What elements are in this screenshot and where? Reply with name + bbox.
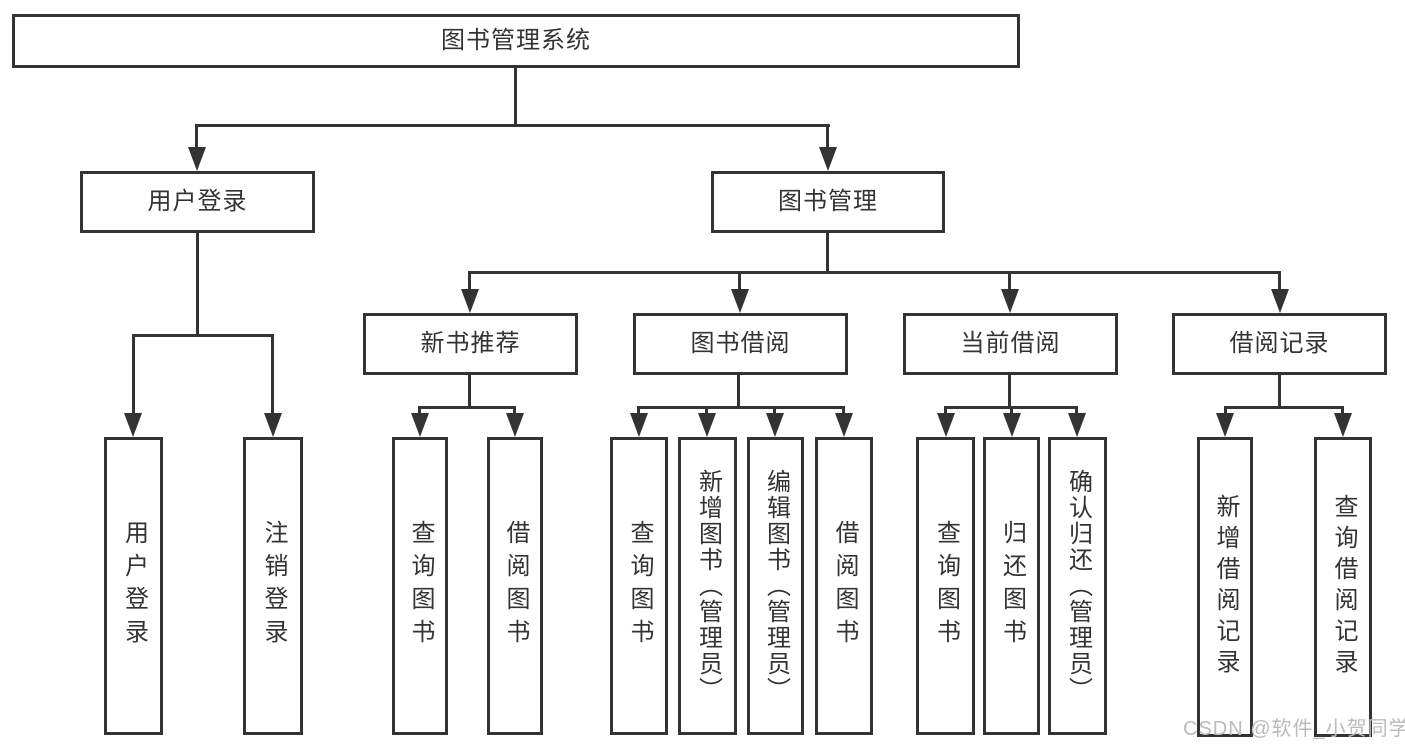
connector-line-v bbox=[842, 406, 845, 416]
leaf-query-books-current: 查询图书 bbox=[916, 437, 975, 735]
arrow-down-icon bbox=[188, 147, 206, 171]
arrow-down-icon bbox=[698, 413, 716, 437]
connector-line-v bbox=[1341, 406, 1344, 416]
connector-line-v bbox=[196, 233, 199, 336]
leaf-user-login: 用户登录 bbox=[104, 437, 163, 735]
arrow-down-icon bbox=[937, 413, 955, 437]
leaf-edit-book-admin: 编辑图书（管理员） bbox=[747, 437, 804, 735]
connector-line-v bbox=[1010, 406, 1013, 416]
connector-line-v bbox=[1278, 375, 1281, 408]
connector-line-v bbox=[944, 406, 947, 416]
arrow-down-icon bbox=[1271, 289, 1289, 313]
connector-line-v bbox=[826, 233, 829, 273]
leaf-return-book: 归还图书 bbox=[983, 437, 1040, 735]
connector-line-v bbox=[418, 406, 421, 416]
connector-line-h bbox=[132, 334, 274, 337]
connector-line-v bbox=[468, 375, 471, 408]
node-borrow-records: 借阅记录 bbox=[1172, 313, 1387, 375]
node-book-borrow: 图书借阅 bbox=[633, 313, 848, 375]
node-book-mgmt: 图书管理 bbox=[711, 171, 945, 233]
node-user-login: 用户登录 bbox=[80, 171, 315, 233]
connector-line-h bbox=[195, 124, 830, 127]
connector-line-h bbox=[468, 271, 1281, 274]
leaf-add-borrow-record: 新增借阅记录 bbox=[1197, 437, 1253, 737]
connector-line-h bbox=[1224, 406, 1344, 409]
arrow-down-icon bbox=[766, 413, 784, 437]
connector-line-v bbox=[513, 406, 516, 416]
watermark: CSDN @软件_小贺同学 bbox=[1183, 718, 1405, 740]
leaf-query-books-borrow: 查询图书 bbox=[610, 437, 668, 735]
leaf-confirm-return-admin: 确认归还（管理员） bbox=[1048, 437, 1107, 735]
connector-line-v bbox=[1008, 271, 1011, 291]
arrow-down-icon bbox=[264, 413, 282, 437]
arrow-down-icon bbox=[411, 413, 429, 437]
arrow-down-icon bbox=[1001, 289, 1019, 313]
leaf-logout: 注销登录 bbox=[243, 437, 303, 735]
connector-line-v bbox=[1075, 406, 1078, 416]
connector-line-v bbox=[195, 124, 198, 150]
node-root: 图书管理系统 bbox=[12, 14, 1020, 68]
arrow-down-icon bbox=[461, 289, 479, 313]
connector-line-v bbox=[1008, 375, 1011, 408]
connector-line-v bbox=[737, 375, 740, 408]
node-current-borrow: 当前借阅 bbox=[903, 313, 1118, 375]
arrow-down-icon bbox=[1216, 413, 1234, 437]
arrow-down-icon bbox=[630, 413, 648, 437]
connector-line-v bbox=[132, 334, 135, 415]
connector-line-v bbox=[271, 334, 274, 415]
leaf-borrow-books-recommend: 借阅图书 bbox=[487, 437, 543, 735]
connector-line-v bbox=[826, 124, 829, 150]
arrow-down-icon bbox=[506, 413, 524, 437]
connector-line-v bbox=[514, 68, 517, 126]
leaf-query-borrow-record: 查询借阅记录 bbox=[1314, 437, 1372, 737]
arrow-down-icon bbox=[124, 413, 142, 437]
connector-line-v bbox=[1224, 406, 1227, 416]
arrow-down-icon bbox=[731, 289, 749, 313]
connector-line-v bbox=[468, 271, 471, 291]
connector-line-v bbox=[738, 271, 741, 291]
arrow-down-icon bbox=[1003, 413, 1021, 437]
connector-line-v bbox=[1278, 271, 1281, 291]
arrow-down-icon bbox=[835, 413, 853, 437]
arrow-down-icon bbox=[819, 147, 837, 171]
leaf-add-book-admin: 新增图书（管理员） bbox=[678, 437, 737, 735]
connector-line-v bbox=[705, 406, 708, 416]
arrow-down-icon bbox=[1068, 413, 1086, 437]
leaf-query-books-recommend: 查询图书 bbox=[392, 437, 448, 735]
arrow-down-icon bbox=[1334, 413, 1352, 437]
connector-line-h bbox=[418, 406, 516, 409]
connector-line-h bbox=[637, 406, 845, 409]
connector-line-v bbox=[773, 406, 776, 416]
node-new-book-recommend: 新书推荐 bbox=[363, 313, 578, 375]
connector-line-v bbox=[637, 406, 640, 416]
leaf-borrow-books: 借阅图书 bbox=[815, 437, 873, 735]
